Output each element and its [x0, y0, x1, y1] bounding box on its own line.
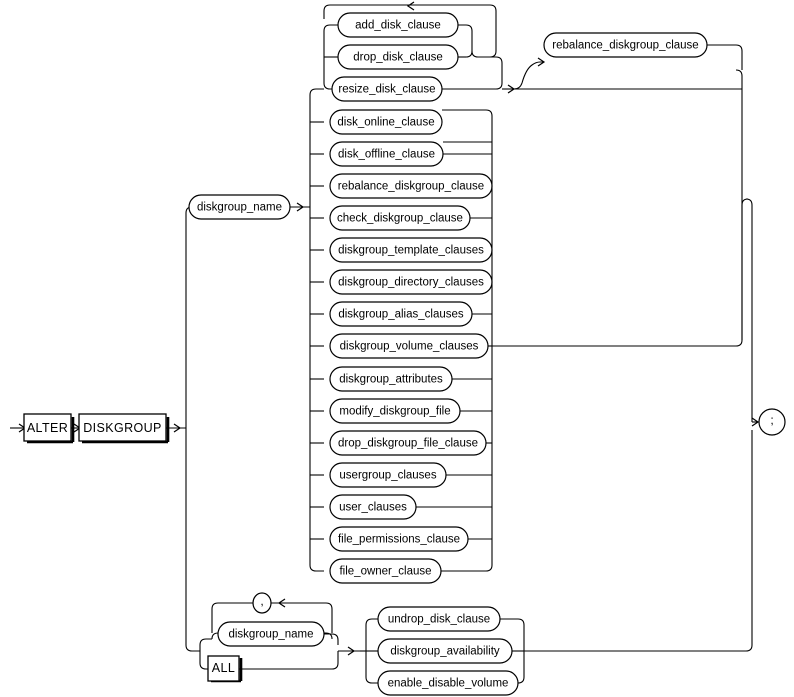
bottom-fanout-rail: [360, 618, 378, 684]
keyword-diskgroup-label: DISKGROUP: [83, 421, 162, 435]
main-clause-user[interactable]: user_clauses: [329, 494, 417, 520]
nonterminal-drop-disk-clause-label: drop_disk_clause: [353, 52, 443, 64]
main-clause-usergroup-label: usergroup_clauses: [339, 470, 436, 482]
nonterminal-add-disk-clause[interactable]: add_disk_clause: [337, 12, 459, 38]
main-clause-disk-offline[interactable]: disk_offline_clause: [329, 141, 444, 167]
keyword-diskgroup[interactable]: DISKGROUP: [78, 413, 170, 444]
main-clause-collector-rail: [416, 109, 493, 572]
nonterminal-diskgroup-name-top-label: diskgroup_name: [197, 202, 282, 214]
main-clause-file-permissions-label: file_permissions_clause: [338, 534, 460, 546]
keyword-all-label: ALL: [212, 661, 235, 675]
nonterminal-diskgroup-name-bottom-label: diskgroup_name: [228, 629, 313, 641]
main-clause-diskgroup-attributes[interactable]: diskgroup_attributes: [329, 366, 453, 392]
rebalance-optional-merge: [707, 44, 743, 70]
bottom-merge-rail: [239, 633, 360, 670]
add-drop-repeat-loop: [323, 1, 497, 58]
main-clause-rebalance-diskgroup-label: rebalance_diskgroup_clause: [338, 181, 484, 193]
main-clause-check-diskgroup-label: check_diskgroup_clause: [337, 213, 463, 225]
keyword-all[interactable]: ALL: [207, 655, 243, 683]
nonterminal-resize-disk-clause[interactable]: resize_disk_clause: [331, 76, 443, 102]
main-clause-usergroup[interactable]: usergroup_clauses: [329, 462, 447, 488]
bottom-clause-diskgroup-availability[interactable]: diskgroup_availability: [377, 638, 513, 664]
rebalance-optional-branch: [513, 57, 742, 90]
bottom-split-rail: [199, 638, 212, 670]
connector-diskgroup-split: [166, 423, 186, 433]
main-clause-file-owner[interactable]: file_owner_clause: [329, 558, 442, 584]
main-clause-check-diskgroup[interactable]: check_diskgroup_clause: [329, 205, 471, 231]
left-split-rail: [185, 206, 200, 652]
nonterminal-rebalance-diskgroup-clause-optional[interactable]: rebalance_diskgroup_clause: [543, 32, 708, 58]
main-clause-disk-online-label: disk_online_clause: [337, 117, 434, 129]
volume-clause-exit: [492, 69, 743, 347]
keyword-alter-label: ALTER: [27, 421, 68, 435]
main-clause-file-owner-label: file_owner_clause: [339, 566, 431, 578]
bottom-clause-enable-disable-volume[interactable]: enable_disable_volume: [377, 670, 519, 696]
main-group-exit-rail: [741, 198, 760, 427]
nonterminal-rebalance-diskgroup-clause-optional-label: rebalance_diskgroup_clause: [552, 40, 698, 52]
bottom-clause-undrop-disk[interactable]: undrop_disk_clause: [377, 606, 501, 632]
main-clause-drop-diskgroup-file[interactable]: drop_diskgroup_file_clause: [329, 430, 487, 456]
upper-fanout-rail: [309, 88, 324, 572]
main-clause-diskgroup-directory[interactable]: diskgroup_directory_clauses: [329, 269, 493, 295]
bottom-clause-undrop-disk-label: undrop_disk_clause: [388, 614, 490, 626]
main-clause-disk-offline-label: disk_offline_clause: [338, 149, 435, 161]
bottom-collector-rail: [500, 430, 753, 684]
main-clause-file-permissions[interactable]: file_permissions_clause: [329, 526, 469, 552]
separator-comma-circle: ,: [252, 592, 272, 614]
statement-terminator: ;: [758, 408, 786, 436]
main-clause-drop-diskgroup-file-label: drop_diskgroup_file_clause: [338, 438, 478, 450]
main-clause-diskgroup-template-label: diskgroup_template_clauses: [338, 245, 484, 257]
entry-arrow: [10, 423, 27, 433]
main-clause-diskgroup-alias[interactable]: diskgroup_alias_clauses: [329, 301, 473, 327]
main-clause-disk-online[interactable]: disk_online_clause: [329, 109, 443, 135]
separator-comma-label: ,: [260, 594, 263, 608]
main-clause-diskgroup-volume-label: diskgroup_volume_clauses: [340, 341, 479, 353]
keyword-alter[interactable]: ALTER: [23, 413, 75, 444]
main-clause-diskgroup-template[interactable]: diskgroup_template_clauses: [329, 237, 493, 263]
main-clause-modify-diskgroup-file[interactable]: modify_diskgroup_file: [329, 398, 461, 424]
main-clause-diskgroup-directory-label: diskgroup_directory_clauses: [338, 277, 484, 289]
bottom-clause-enable-disable-volume-label: enable_disable_volume: [388, 678, 509, 690]
main-clause-rebalance-diskgroup[interactable]: rebalance_diskgroup_clause: [329, 173, 493, 199]
nonterminal-add-disk-clause-label: add_disk_clause: [355, 20, 441, 32]
connector-name-to-fan: [290, 202, 310, 212]
nonterminal-diskgroup-name-bottom[interactable]: diskgroup_name: [217, 621, 325, 647]
main-clause-diskgroup-attributes-label: diskgroup_attributes: [339, 374, 443, 386]
main-clause-diskgroup-volume[interactable]: diskgroup_volume_clauses: [329, 333, 489, 359]
main-clause-user-label: user_clauses: [339, 502, 407, 514]
nonterminal-diskgroup-name-top[interactable]: diskgroup_name: [188, 194, 291, 220]
statement-terminator-label: ;: [770, 413, 773, 427]
add-drop-inner-rail: [323, 24, 338, 90]
nonterminal-resize-disk-clause-label: resize_disk_clause: [338, 84, 435, 96]
nonterminal-drop-disk-clause[interactable]: drop_disk_clause: [337, 44, 459, 70]
bottom-clause-diskgroup-availability-label: diskgroup_availability: [390, 646, 500, 658]
add-drop-merge-rail: [458, 24, 490, 58]
main-clause-modify-diskgroup-file-label: modify_diskgroup_file: [339, 406, 450, 418]
main-clause-diskgroup-alias-label: diskgroup_alias_clauses: [338, 309, 464, 321]
